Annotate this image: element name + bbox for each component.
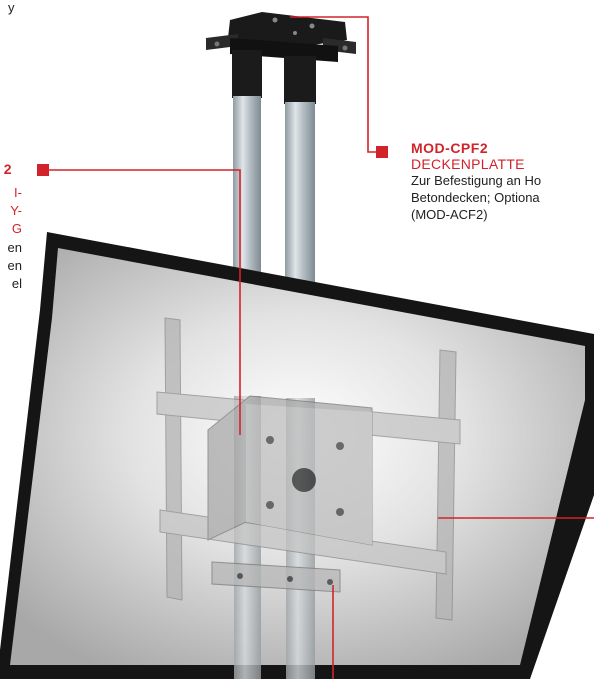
callout-desc-line: Zur Befestigung an Ho: [411, 173, 542, 188]
tv-bracket: [156, 317, 461, 621]
callout-desc-line: Betondecken; Optiona: [411, 190, 540, 205]
callout-code-fragment: 2: [3, 161, 12, 177]
callout-code: MOD-CPF2: [411, 140, 489, 156]
callout-pole-title: I- Y- G: [0, 184, 22, 238]
ceiling-plate: [206, 12, 356, 62]
corner-text-fragment: y: [8, 0, 15, 15]
callout-desc-fragment: en: [7, 240, 22, 255]
callout-ceiling-plate: MOD-CPF2 DECKENPLATTE Zur Befestigung an…: [411, 140, 594, 223]
callout-desc-fragment: en: [7, 258, 22, 273]
callout-title: DECKENPLATTE: [411, 156, 525, 172]
callout-lines: [49, 16, 594, 679]
leader-pole: [49, 169, 241, 435]
marker-pole: [37, 164, 49, 176]
callout-desc-fragment: el: [11, 276, 22, 291]
callout-title-fragment: Y-: [10, 203, 22, 218]
callout-title-fragment: G: [11, 221, 22, 236]
callout-pole-desc: en en el: [0, 239, 22, 293]
leader-ceiling-plate: [290, 16, 376, 153]
callout-title-fragment: I-: [14, 185, 22, 200]
pole-sleeve-left: [232, 50, 262, 98]
marker-ceiling-plate: [376, 146, 388, 158]
callout-desc-line: (MOD-ACF2): [411, 207, 488, 222]
pole-sleeve-right: [284, 56, 316, 104]
